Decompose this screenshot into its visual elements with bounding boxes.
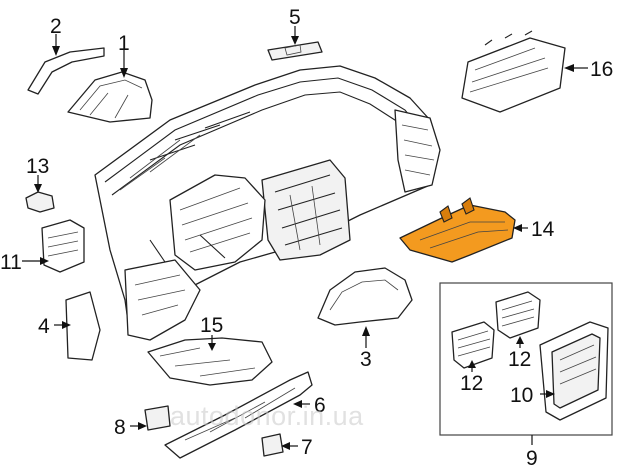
leader-lines [22, 26, 588, 450]
part-7-switch [261, 433, 284, 457]
callout-7: 7 [301, 436, 313, 459]
callout-11: 11 [0, 251, 22, 274]
callout-2: 2 [50, 15, 62, 38]
callout-1: 1 [118, 32, 130, 55]
callout-16: 16 [590, 58, 613, 81]
part-2-trim-strip [27, 47, 105, 95]
part-10-bezel [539, 321, 609, 421]
callout-6: 6 [314, 394, 326, 417]
callout-12-right: 12 [508, 348, 531, 371]
part-1-cluster-hood [67, 71, 153, 123]
part-15-lower-cover [147, 337, 273, 386]
watermark-text: autodonor.in.ua [170, 401, 364, 431]
callout-13: 13 [26, 155, 49, 178]
part-12-vent-right [495, 291, 541, 339]
callout-10: 10 [510, 384, 533, 407]
part-14-highlighted [399, 197, 516, 263]
callout-4: 4 [38, 315, 50, 338]
part-11-side-vent [41, 219, 85, 273]
callout-labels: 1 2 5 16 13 11 4 15 6 8 7 3 14 12 12 10 … [0, 6, 613, 470]
callout-3: 3 [360, 348, 372, 371]
callout-8: 8 [114, 416, 126, 439]
part-4-side-panel [65, 291, 101, 361]
part-9-group-box [439, 282, 613, 436]
part-16-airbag-module [461, 30, 566, 113]
part-3-cluster-surround [317, 267, 413, 326]
callout-15: 15 [200, 314, 223, 337]
part-8-switch [144, 405, 171, 431]
callout-5: 5 [289, 6, 301, 29]
callout-12-left: 12 [460, 372, 483, 395]
callout-9: 9 [526, 447, 538, 470]
callout-14: 14 [531, 218, 555, 241]
part-13-clip [25, 191, 55, 213]
part-12-vent-left [451, 321, 495, 369]
instrument-panel [94, 65, 441, 341]
part-6-bracket [164, 371, 313, 459]
part-5-switch-panel [267, 41, 323, 61]
